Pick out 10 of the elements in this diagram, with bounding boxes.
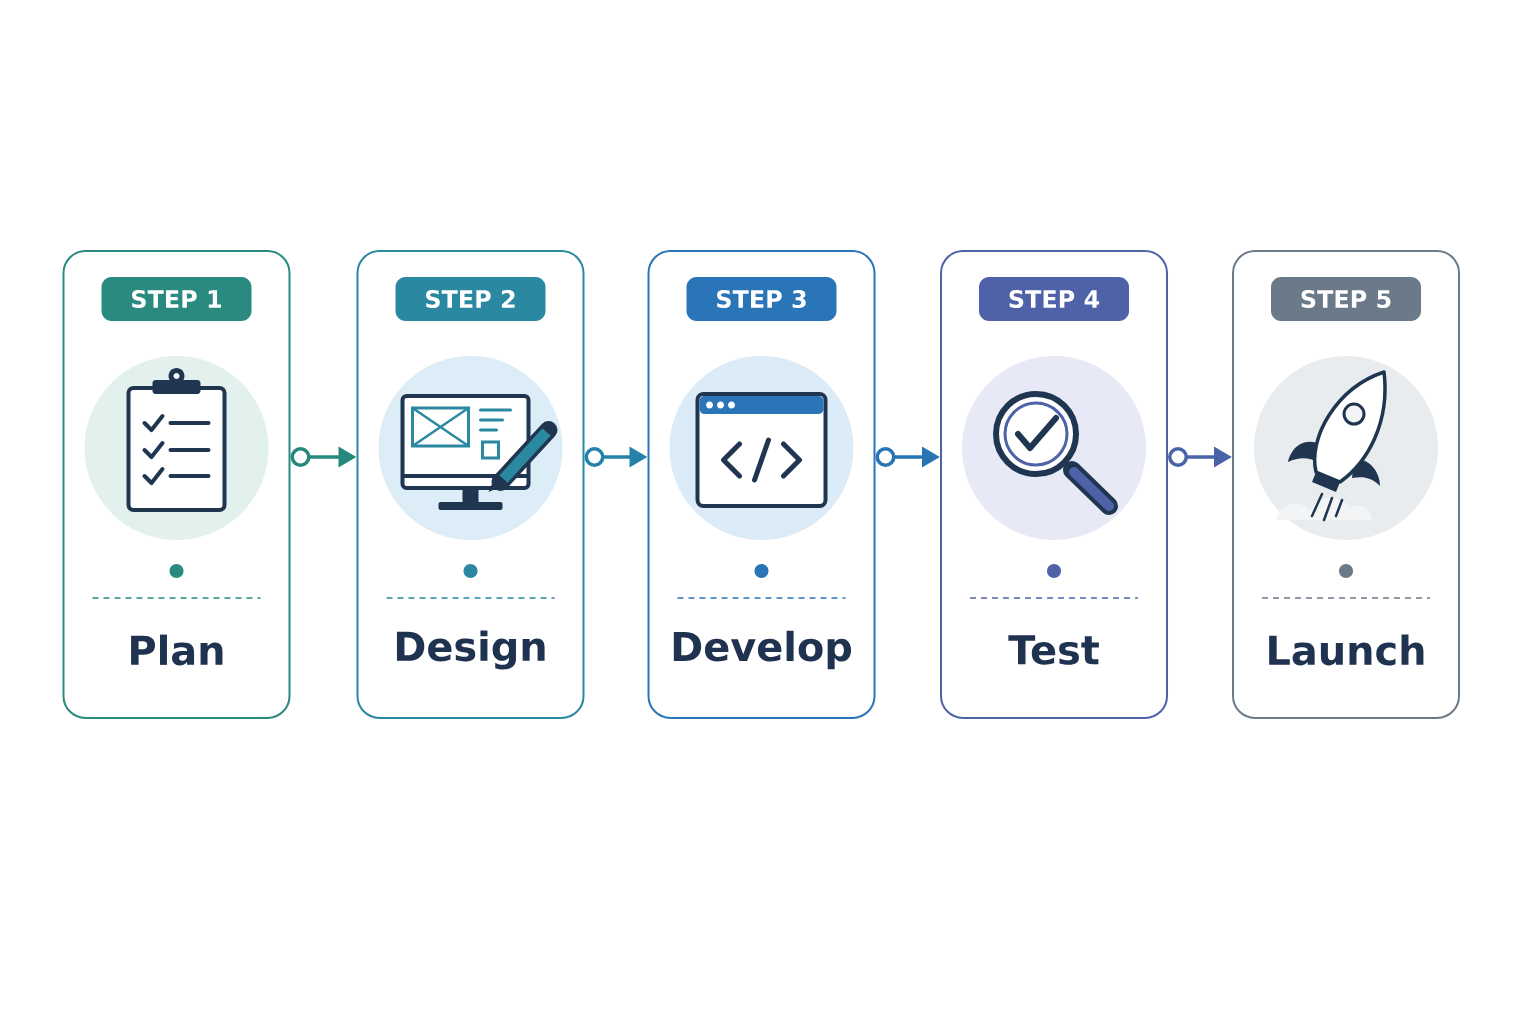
- step-badge: STEP 5: [1271, 277, 1421, 321]
- step-badge: STEP 3: [686, 277, 837, 321]
- step-title: Design: [396, 630, 545, 670]
- step-title: Plan: [131, 634, 223, 666]
- step-title: Test: [1008, 635, 1099, 665]
- step-title: Launch: [1269, 634, 1424, 666]
- step-badge: STEP 2: [395, 277, 546, 321]
- step-badge: STEP 4: [979, 277, 1129, 321]
- step-title: Develop: [673, 630, 852, 670]
- step-badge: STEP 1: [101, 277, 252, 321]
